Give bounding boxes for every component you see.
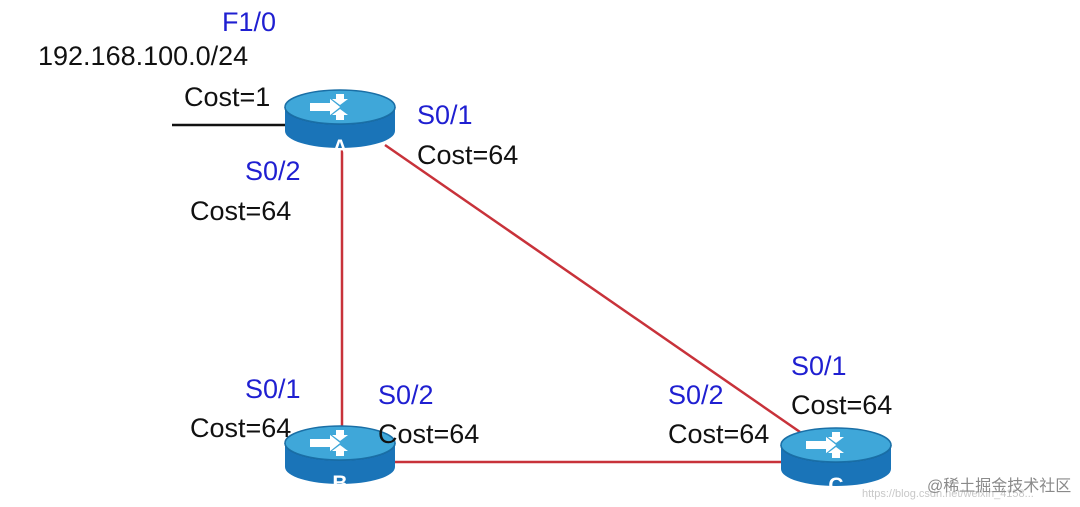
b-s01-cost-label: Cost=64 [190,413,292,443]
a-s01-interface-label: S0/1 [417,100,473,130]
a-f10-interface-label: F1/0 [222,7,277,37]
c-s01-interface-label: S0/1 [791,351,847,381]
a-network-label: 192.168.100.0/24 [38,41,249,71]
b-s01-interface-label: S0/1 [245,374,301,404]
b-s02-cost-label: Cost=64 [378,419,480,449]
router-c[interactable]: C [780,427,892,497]
link-a-c [384,143,801,434]
watermark-brand: @稀土掘金技术社区 [927,478,1072,495]
a-f10-cost-label: Cost=1 [184,82,271,112]
router-b[interactable]: B [284,425,396,495]
c-s02-cost-label: Cost=64 [668,419,770,449]
router-c-label: C [828,474,843,497]
router-a[interactable]: A [284,89,396,159]
c-s02-interface-label: S0/2 [668,380,724,410]
b-s02-interface-label: S0/2 [378,380,434,410]
a-s02-interface-label: S0/2 [245,156,301,186]
router-a-label: A [332,136,347,159]
watermark-url: https://blog.csdn.net/weixin_4158... [862,488,1034,500]
router-b-label: B [332,472,347,495]
a-s02-cost-label: Cost=64 [190,196,292,226]
c-s01-cost-label: Cost=64 [791,390,893,420]
a-s01-cost-label: Cost=64 [417,140,519,170]
